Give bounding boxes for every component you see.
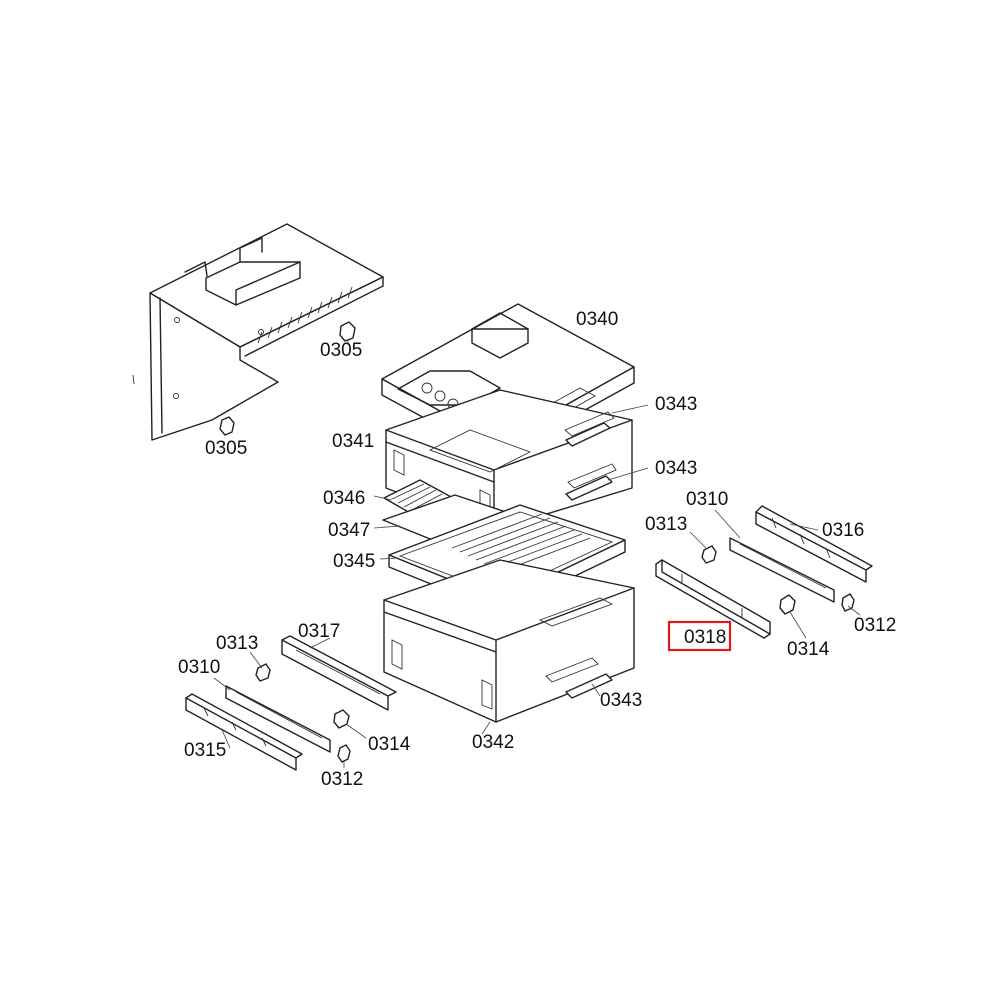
label-0313-right: 0313: [645, 514, 687, 535]
label-0310-right: 0310: [686, 489, 728, 510]
label-0305-upper: 0305: [320, 340, 362, 361]
label-0342: 0342: [472, 732, 514, 753]
part-clip-0312-right: [841, 593, 855, 612]
label-0317: 0317: [298, 621, 340, 642]
part-bottom-drawer-0342: [383, 559, 635, 723]
label-0343-lower: 0343: [600, 690, 642, 711]
part-labels: 0305 0305 0340 0343 0341 0343 0346 0347 …: [178, 309, 896, 790]
label-0312-right: 0312: [854, 615, 896, 636]
part-strip-0343-middle: [565, 475, 613, 501]
part-clip-0305-upper: [339, 321, 356, 345]
part-clip-0313-left: [255, 663, 271, 682]
label-0314-right: 0314: [787, 639, 830, 660]
part-clip-0314-left: [333, 709, 350, 729]
part-rail-0315-left: [185, 693, 303, 771]
part-rail-0317-left: [281, 635, 397, 711]
label-0313-left: 0313: [216, 633, 258, 654]
leader-lines: [213, 404, 861, 768]
part-strip-0343-upper: [565, 422, 611, 447]
label-0346: 0346: [323, 488, 365, 509]
label-0318: 0318: [684, 627, 726, 648]
label-0312-left: 0312: [321, 769, 363, 790]
label-0314-left: 0314: [368, 734, 411, 755]
part-rail-0316-right: [755, 505, 873, 583]
part-bracket-0318: [655, 559, 771, 639]
label-0347: 0347: [328, 520, 370, 541]
highlight-box-0318: [667, 620, 732, 652]
label-0345: 0345: [333, 551, 375, 572]
label-0316: 0316: [822, 520, 864, 541]
label-0315: 0315: [184, 740, 226, 761]
part-rail-0310-left: [225, 685, 331, 753]
label-0340: 0340: [576, 309, 618, 330]
part-clip-0312-left: [337, 744, 351, 763]
label-0310-left: 0310: [178, 657, 220, 678]
part-clip-0314-right: [779, 594, 796, 615]
part-strip-0343-lower: [565, 673, 613, 699]
label-0341: 0341: [332, 431, 374, 452]
label-0305-lower: 0305: [205, 438, 247, 459]
part-top-cover: [132, 223, 384, 441]
part-clip-0305-lower: [219, 416, 235, 436]
part-rail-0310-right: [729, 537, 835, 603]
part-clip-0313-right: [701, 545, 717, 564]
label-0343-middle: 0343: [655, 458, 697, 479]
label-0343-upper: 0343: [655, 394, 697, 415]
